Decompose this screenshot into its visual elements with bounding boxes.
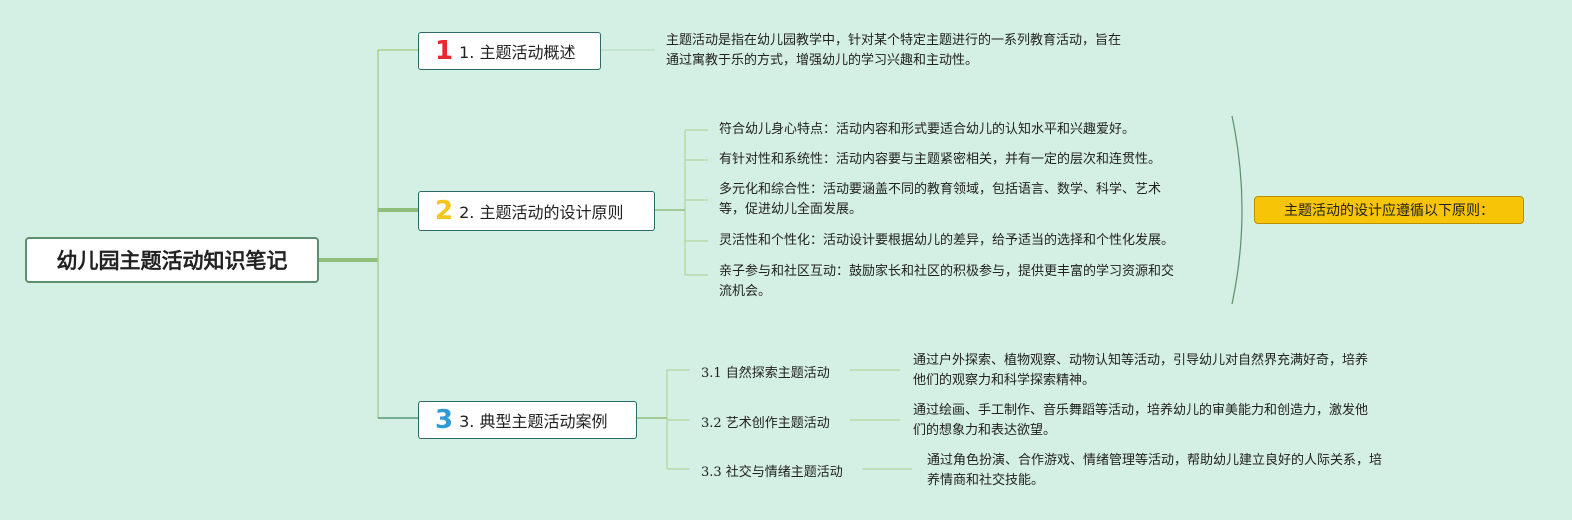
branch-1-description[interactable]: 主题活动是指在幼儿园教学中，针对某个特定主题进行的一系列教育活动，旨在 通过寓教… [666, 31, 1121, 71]
number-3-icon: 3 [435, 405, 454, 435]
principles-summary-note[interactable]: 主题活动的设计应遵循以下原则： [1254, 196, 1524, 224]
principles-summary-text: 主题活动的设计应遵循以下原则： [1284, 203, 1494, 219]
principle-5[interactable]: 亲子参与和社区互动：鼓励家长和社区的积极参与，提供更丰富的学习资源和交 流机会。 [719, 262, 1174, 302]
number-2-icon: 2 [435, 196, 454, 226]
principle-1[interactable]: 符合幼儿身心特点：活动内容和形式要适合幼儿的认知水平和兴趣爱好。 [719, 120, 1135, 140]
number-1-icon: 1 [435, 36, 454, 66]
principle-3-line-2: 等，促进幼儿全面发展。 [719, 202, 863, 217]
principle-4[interactable]: 灵活性和个性化：活动设计要根据幼儿的差异，给予适当的选择和个性化发展。 [719, 231, 1174, 251]
case-3-line-2: 养情商和社交技能。 [927, 473, 1045, 488]
branch-2-label: 2. 主题活动的设计原则 [459, 203, 624, 222]
case-1-line-2: 他们的观察力和科学探索精神。 [913, 373, 1096, 388]
root-node[interactable]: 幼儿园主题活动知识笔记 [25, 237, 319, 283]
case-3-line-1: 通过角色扮演、合作游戏、情绪管理等活动，帮助幼儿建立良好的人际关系，培 [927, 453, 1383, 468]
principle-5-line-2: 流机会。 [719, 284, 772, 299]
branch-1-description-line-1: 主题活动是指在幼儿园教学中，针对某个特定主题进行的一系列教育活动，旨在 [666, 33, 1122, 48]
principle-5-line-1: 亲子参与和社区互动：鼓励家长和社区的积极参与，提供更丰富的学习资源和交 [719, 264, 1175, 279]
branch-2-node[interactable]: 2 2. 主题活动的设计原则 [418, 191, 655, 231]
case-3-title[interactable]: 3.3 社交与情绪主题活动 [701, 465, 843, 480]
case-3-description[interactable]: 通过角色扮演、合作游戏、情绪管理等活动，帮助幼儿建立良好的人际关系，培 养情商和… [927, 451, 1382, 491]
branch-1-description-line-2: 通过寓教于乐的方式，增强幼儿的学习兴趣和主动性。 [666, 53, 979, 68]
principle-3-line-1: 多元化和综合性：活动要涵盖不同的教育领域，包括语言、数学、科学、艺术 [719, 182, 1162, 197]
case-1-line-1: 通过户外探索、植物观察、动物认知等活动，引导幼儿对自然界充满好奇，培养 [913, 353, 1369, 368]
branch-1-node[interactable]: 1 1. 主题活动概述 [418, 32, 601, 70]
root-title: 幼儿园主题活动知识笔记 [56, 249, 288, 273]
case-2-line-1: 通过绘画、手工制作、音乐舞蹈等活动，培养幼儿的审美能力和创造力，激发他 [913, 403, 1369, 418]
case-2-line-2: 们的想象力和表达欲望。 [913, 423, 1057, 438]
principle-3[interactable]: 多元化和综合性：活动要涵盖不同的教育领域，包括语言、数学、科学、艺术 等，促进幼… [719, 180, 1161, 220]
case-1-title[interactable]: 3.1 自然探索主题活动 [701, 366, 830, 381]
case-2-description[interactable]: 通过绘画、手工制作、音乐舞蹈等活动，培养幼儿的审美能力和创造力，激发他 们的想象… [913, 401, 1368, 441]
principle-2-line-1: 有针对性和系统性：活动内容要与主题紧密相关，并有一定的层次和连贯性。 [719, 152, 1162, 167]
case-1-description[interactable]: 通过户外探索、植物观察、动物认知等活动，引导幼儿对自然界充满好奇，培养 他们的观… [913, 351, 1368, 391]
principle-2[interactable]: 有针对性和系统性：活动内容要与主题紧密相关，并有一定的层次和连贯性。 [719, 150, 1161, 170]
summary-brace [1231, 115, 1243, 305]
case-2-title[interactable]: 3.2 艺术创作主题活动 [701, 416, 830, 431]
branch-3-label: 3. 典型主题活动案例 [459, 412, 608, 431]
principle-1-line-1: 符合幼儿身心特点：活动内容和形式要适合幼儿的认知水平和兴趣爱好。 [719, 122, 1136, 137]
branch-1-label: 1. 主题活动概述 [459, 43, 576, 62]
branch-3-node[interactable]: 3 3. 典型主题活动案例 [418, 401, 637, 439]
principle-4-line-1: 灵活性和个性化：活动设计要根据幼儿的差异，给予适当的选择和个性化发展。 [719, 233, 1175, 248]
